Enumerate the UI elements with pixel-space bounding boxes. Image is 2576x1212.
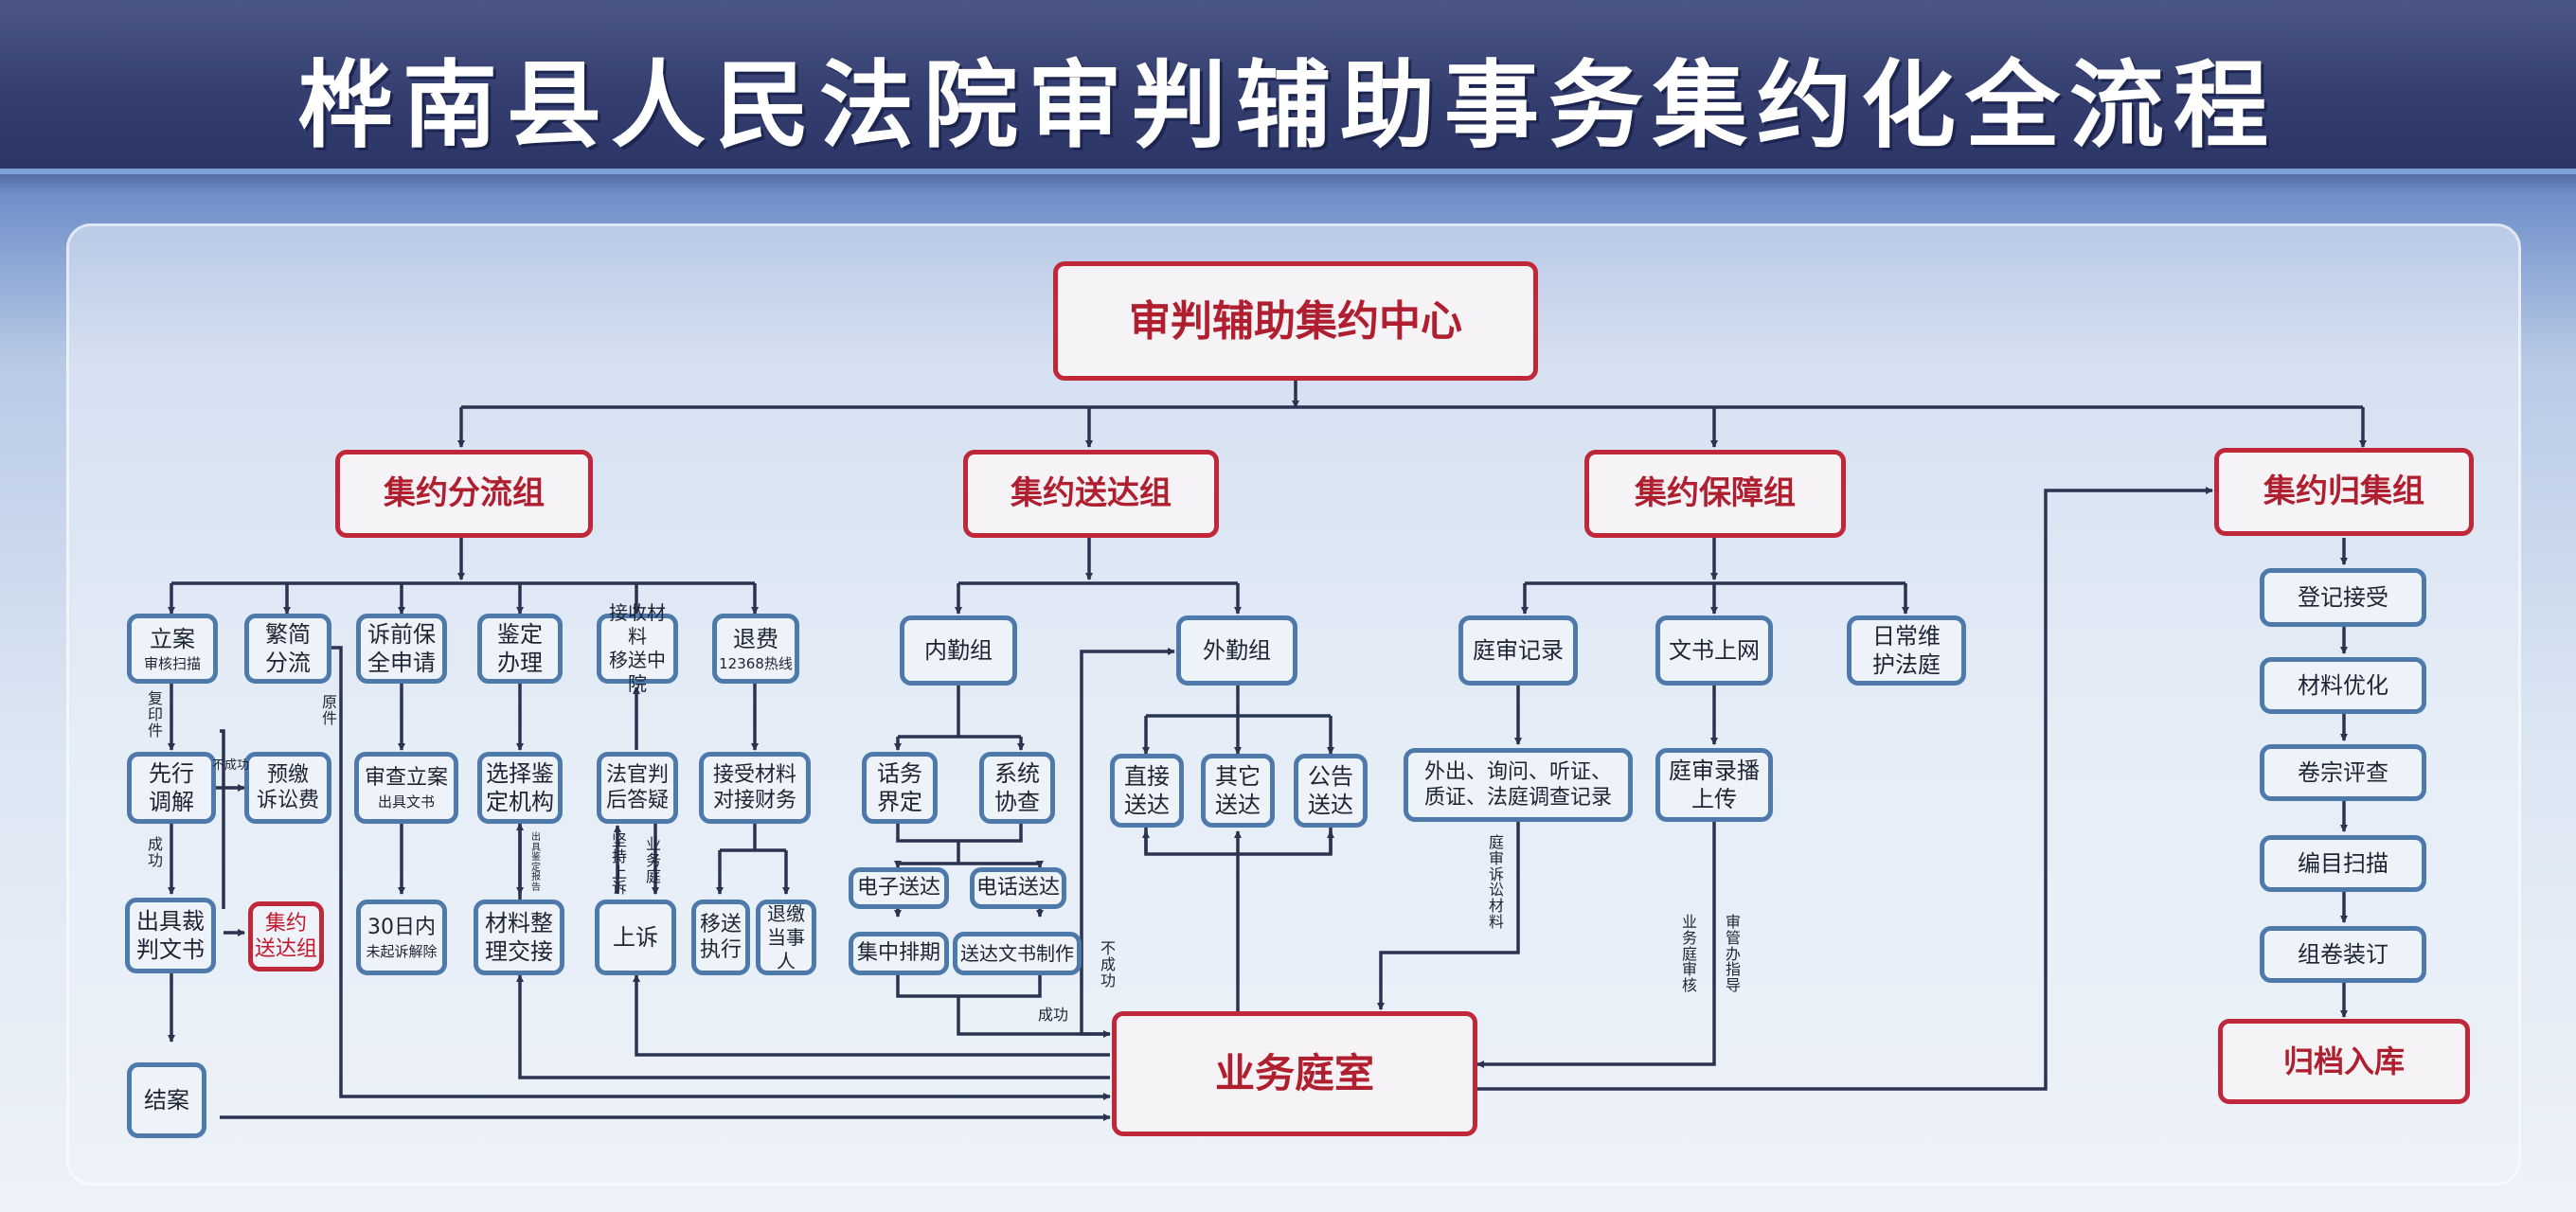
label-yuanjian: 原件 [321, 693, 337, 727]
node-tuijiao: 退缴 当事人 [756, 900, 816, 975]
group-songda: 集约送达组 [963, 450, 1219, 538]
label-shenguan-zhidao: 审管办指导 [1725, 913, 1741, 995]
label-yewuting: 业务庭 [645, 835, 661, 885]
node-jieshou: 接收材料 移送中院 [597, 601, 678, 695]
node-gonggao: 公告 送达 [1294, 754, 1368, 828]
node-neiqin: 内勤组 [900, 615, 1017, 686]
node-tingshen-jilu: 庭审记录 [1458, 615, 1578, 686]
node-juanzong: 卷宗评查 [2260, 744, 2426, 801]
node-tingshen-lubo: 庭审录播 上传 [1655, 748, 1773, 822]
label-chenggong-1: 成功 [147, 835, 163, 869]
node-fanjian: 繁简 分流 [244, 614, 331, 684]
node-dianhua: 电话送达 [970, 867, 1066, 909]
node-yisong: 移送 执行 [691, 900, 750, 975]
node-cailiao-zhengli: 材料整 理交接 [474, 900, 564, 975]
title-banner: 桦南县人民法院审判辅助事务集约化全流程 [0, 0, 2576, 174]
node-xuanze: 选择鉴 定机构 [477, 752, 563, 824]
node-waichu: 外出、询问、听证、 质证、法庭调查记录 [1404, 748, 1633, 822]
node-jianding: 鉴定 办理 [477, 614, 563, 684]
node-dengji: 登记接受 [2260, 568, 2426, 627]
node-jiean: 结案 [127, 1062, 206, 1138]
group-fenliu: 集约分流组 [335, 450, 593, 538]
node-jizhong: 集中排期 [849, 932, 949, 975]
node-suqian: 诉前保 全申请 [356, 614, 447, 684]
group-guiji: 集约归集组 [2214, 448, 2474, 536]
node-richang: 日常维 护法庭 [1847, 615, 1966, 686]
node-wenshu-shangwang: 文书上网 [1655, 615, 1773, 686]
node-lian: 立案 审核扫描 [127, 614, 218, 684]
node-cailiao-youhua: 材料优化 [2260, 657, 2426, 714]
center-node: 审判辅助集约中心 [1053, 261, 1538, 381]
node-waiqin: 外勤组 [1176, 615, 1297, 686]
node-jiyue-songda: 集约 送达组 [248, 901, 324, 971]
label-buchenggong-2: 不成功 [1100, 939, 1116, 989]
label-fuyinjian: 复印件 [147, 689, 163, 740]
node-chuju: 出具裁 判文书 [125, 898, 216, 973]
label-yewu-shenhe: 业务庭审核 [1681, 913, 1697, 995]
node-sanshi: 30日内 未起诉解除 [356, 900, 447, 975]
node-huawu: 话务 界定 [862, 752, 938, 824]
node-guidang: 归档入库 [2218, 1019, 2470, 1104]
label-buchenggong-1: 不成功 [212, 758, 250, 773]
node-yujiao: 预缴 诉讼费 [244, 752, 331, 824]
label-chuju-jianding: 出具鉴定报告 [531, 832, 541, 893]
node-jieshoucailiao: 接受材料 对接财务 [699, 752, 811, 824]
page-title: 桦南县人民法院审判辅助事务集约化全流程 [298, 50, 2278, 161]
group-baozhang: 集约保障组 [1584, 450, 1846, 538]
node-xitong: 系统 协查 [979, 752, 1055, 824]
label-jianchi-shangsu: 坚持上诉 [611, 831, 627, 898]
node-dianzi: 电子送达 [849, 867, 949, 909]
yewu-tingshi-node: 业务庭室 [1112, 1011, 1477, 1136]
node-tuifei: 退费 12368热线 [712, 614, 799, 684]
node-songda-wenshu: 送达文书制作 [953, 932, 1082, 975]
node-zhijie: 直接 送达 [1110, 754, 1184, 828]
node-faguan: 法官判 后答疑 [597, 752, 678, 824]
label-chenggong-2: 成功 [1038, 1006, 1069, 1024]
node-xianxing: 先行 调解 [127, 752, 216, 824]
node-zujuan: 组卷装订 [2260, 926, 2426, 983]
node-shangsu: 上诉 [595, 900, 676, 975]
label-tingshen-cailiao: 庭审诉讼材料 [1488, 833, 1504, 931]
node-shencha: 审查立案 出具文书 [354, 752, 458, 824]
node-qita: 其它 送达 [1201, 754, 1275, 828]
node-bianmu: 编目扫描 [2260, 835, 2426, 892]
